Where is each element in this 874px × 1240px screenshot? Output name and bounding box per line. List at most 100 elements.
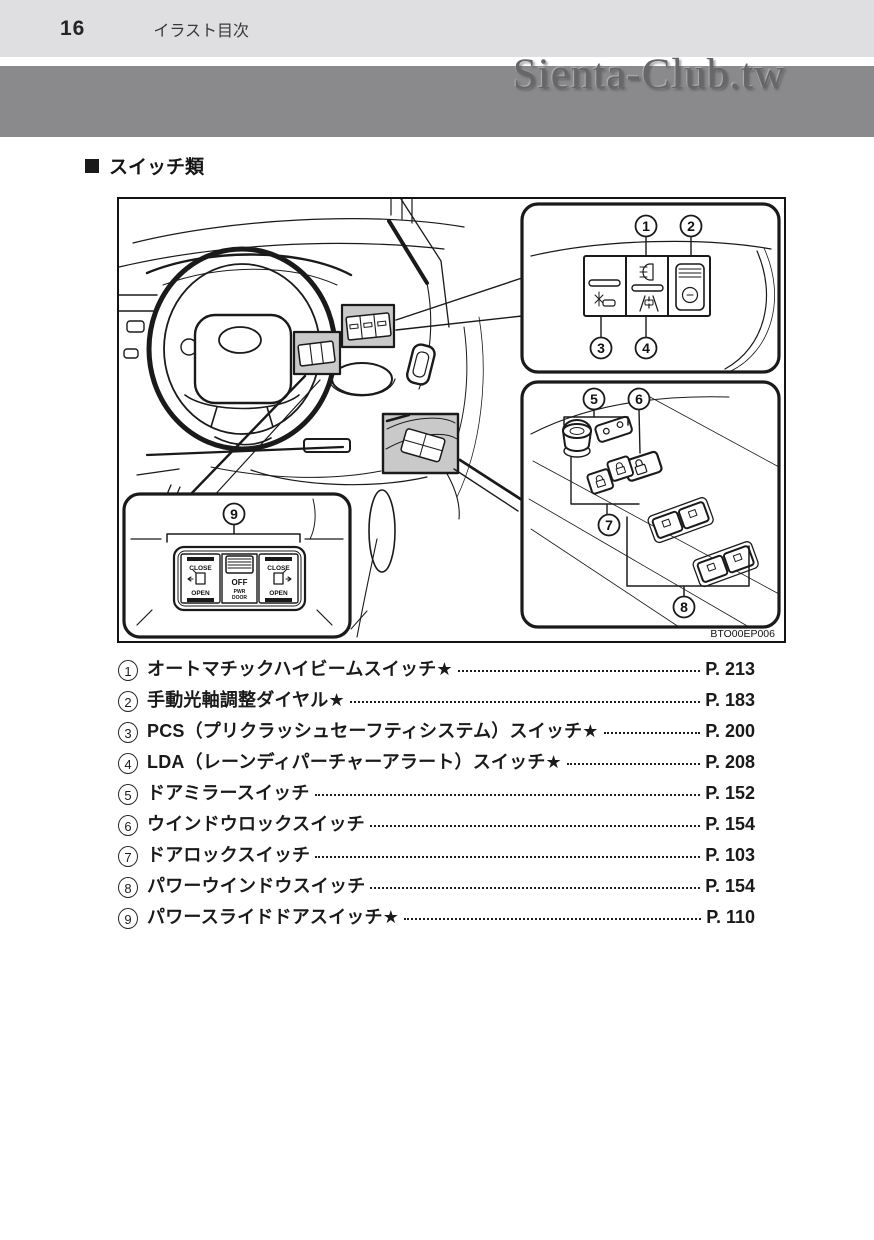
- list-item: 9 パワースライドドアスイッチ★ P. 110: [118, 903, 755, 934]
- dashboard-drawing: [119, 199, 484, 638]
- item-number: 2: [118, 691, 138, 712]
- item-number: 4: [118, 753, 138, 774]
- item-page-ref: P. 213: [705, 659, 755, 679]
- door-handle: [405, 343, 436, 386]
- steering-wheel: [146, 246, 396, 452]
- svg-text:4: 4: [642, 340, 650, 356]
- svg-text:5: 5: [590, 391, 598, 407]
- svg-text:3: 3: [597, 340, 605, 356]
- callout-4: 4: [634, 336, 658, 360]
- dot-leader: [370, 887, 701, 889]
- watermark-text: Sienta-Club.tw: [512, 51, 786, 98]
- switch-index-list: 1 オートマチックハイビームスイッチ★ P. 213 2 手動光軸調整ダイヤル★…: [118, 655, 755, 934]
- svg-text:6: 6: [635, 391, 643, 407]
- item-number: 1: [118, 660, 138, 681]
- figure-code: BTO00EP006: [710, 628, 775, 640]
- list-item: 6 ウインドウロックスイッチ P. 154: [118, 810, 755, 841]
- item-label: パワーウインドウスイッチ: [147, 876, 366, 896]
- item-page-ref: P. 183: [705, 690, 755, 710]
- item-page-ref: P. 152: [705, 783, 755, 803]
- switches-figure: 1 2 3 4: [117, 197, 786, 643]
- list-item: 7 ドアロックスイッチ P. 103: [118, 841, 755, 872]
- highlight-door-switches: [381, 412, 460, 475]
- switch-panel: [583, 255, 711, 317]
- highlight-dash-switches: [340, 303, 396, 349]
- inset-dash-switches: 1 2 3 4: [520, 202, 781, 374]
- auto-high-beam-icon: [639, 263, 654, 281]
- door-label: DOOR: [232, 595, 247, 601]
- inset-door-switches: 5 6 7 8: [520, 380, 781, 629]
- leader-lines: [187, 277, 524, 512]
- callout-9: 9: [222, 502, 246, 526]
- item-page-ref: P. 103: [705, 845, 755, 865]
- dot-leader: [566, 763, 701, 765]
- item-label: ドアロックスイッチ: [147, 845, 311, 865]
- callout-6: 6: [627, 387, 651, 411]
- section-banner: [0, 66, 874, 137]
- list-item: 4 LDA（レーンディパーチャーアラート）スイッチ★ P. 208: [118, 748, 755, 779]
- item-page-ref: P. 110: [706, 907, 755, 927]
- item-label: パワースライドドアスイッチ★: [147, 907, 400, 927]
- item-label: PCS（プリクラッシュセーフティシステム）スイッチ★: [147, 721, 599, 741]
- item-page-ref: P. 154: [705, 876, 755, 896]
- open-label-left: OPEN: [191, 590, 210, 597]
- callout-3: 3: [589, 336, 613, 360]
- item-number: 7: [118, 846, 138, 867]
- item-page-ref: P. 200: [705, 721, 755, 741]
- dot-leader: [404, 918, 702, 920]
- item-number: 6: [118, 815, 138, 836]
- headlight-level-dial-icon: [675, 263, 705, 311]
- item-page-ref: P. 154: [705, 814, 755, 834]
- power-window-switches: [647, 497, 759, 588]
- list-item: 3 PCS（プリクラッシュセーフティシステム）スイッチ★ P. 200: [118, 717, 755, 748]
- dot-leader: [457, 670, 701, 672]
- page-number: 16: [60, 16, 86, 40]
- mirror-select-switch: [594, 415, 633, 443]
- pcs-switch-icon: [594, 291, 616, 307]
- section-bullet-icon: [85, 158, 99, 173]
- item-label: ドアミラースイッチ: [147, 783, 310, 803]
- dot-leader: [314, 794, 701, 796]
- dot-leader: [369, 825, 701, 827]
- item-number: 9: [118, 908, 138, 929]
- item-label: LDA（レーンディパーチャーアラート）スイッチ★: [147, 752, 562, 772]
- callout-1: 1: [634, 214, 658, 238]
- open-label-right: OPEN: [269, 590, 288, 597]
- dot-leader: [349, 701, 701, 703]
- list-item: 1 オートマチックハイビームスイッチ★ P. 213: [118, 655, 755, 686]
- item-label: ウインドウロックスイッチ: [147, 814, 365, 834]
- svg-text:2: 2: [687, 218, 695, 234]
- callout-2: 2: [679, 214, 703, 238]
- callout-8: 8: [672, 595, 696, 619]
- item-number: 8: [118, 877, 138, 898]
- callout-5: 5: [582, 387, 606, 411]
- slide-door-icon-left: [187, 569, 206, 585]
- close-label-right: CLOSE: [267, 565, 290, 572]
- close-label-left: CLOSE: [189, 565, 212, 572]
- main-switch-rocker: [225, 555, 254, 574]
- item-label: オートマチックハイビームスイッチ★: [147, 659, 453, 679]
- pwr-label: PWR: [234, 589, 246, 595]
- item-number: 5: [118, 784, 138, 805]
- chapter-title: イラスト目次: [153, 22, 250, 40]
- svg-text:8: 8: [680, 599, 688, 615]
- dot-leader: [603, 732, 701, 734]
- lda-switch-icon: [639, 295, 659, 312]
- highlight-column-switches: [292, 330, 342, 376]
- inset-slide-door-switches: CLOSE OPEN OFF PWR DOOR CLOSE: [122, 492, 352, 639]
- svg-text:9: 9: [230, 506, 238, 522]
- item-page-ref: P. 208: [705, 752, 755, 772]
- callout-7: 7: [597, 513, 621, 537]
- svg-text:1: 1: [642, 218, 650, 234]
- item-label: 手動光軸調整ダイヤル★: [147, 690, 345, 710]
- list-item: 8 パワーウインドウスイッチ P. 154: [118, 872, 755, 903]
- svg-text:7: 7: [605, 517, 613, 533]
- item-number: 3: [118, 722, 138, 743]
- list-item: 2 手動光軸調整ダイヤル★ P. 183: [118, 686, 755, 717]
- list-item: 5 ドアミラースイッチ P. 152: [118, 779, 755, 810]
- page-header: 16 イラスト目次: [0, 0, 874, 57]
- off-label: OFF: [232, 578, 248, 587]
- section-title: スイッチ類: [109, 157, 205, 178]
- dot-leader: [315, 856, 701, 858]
